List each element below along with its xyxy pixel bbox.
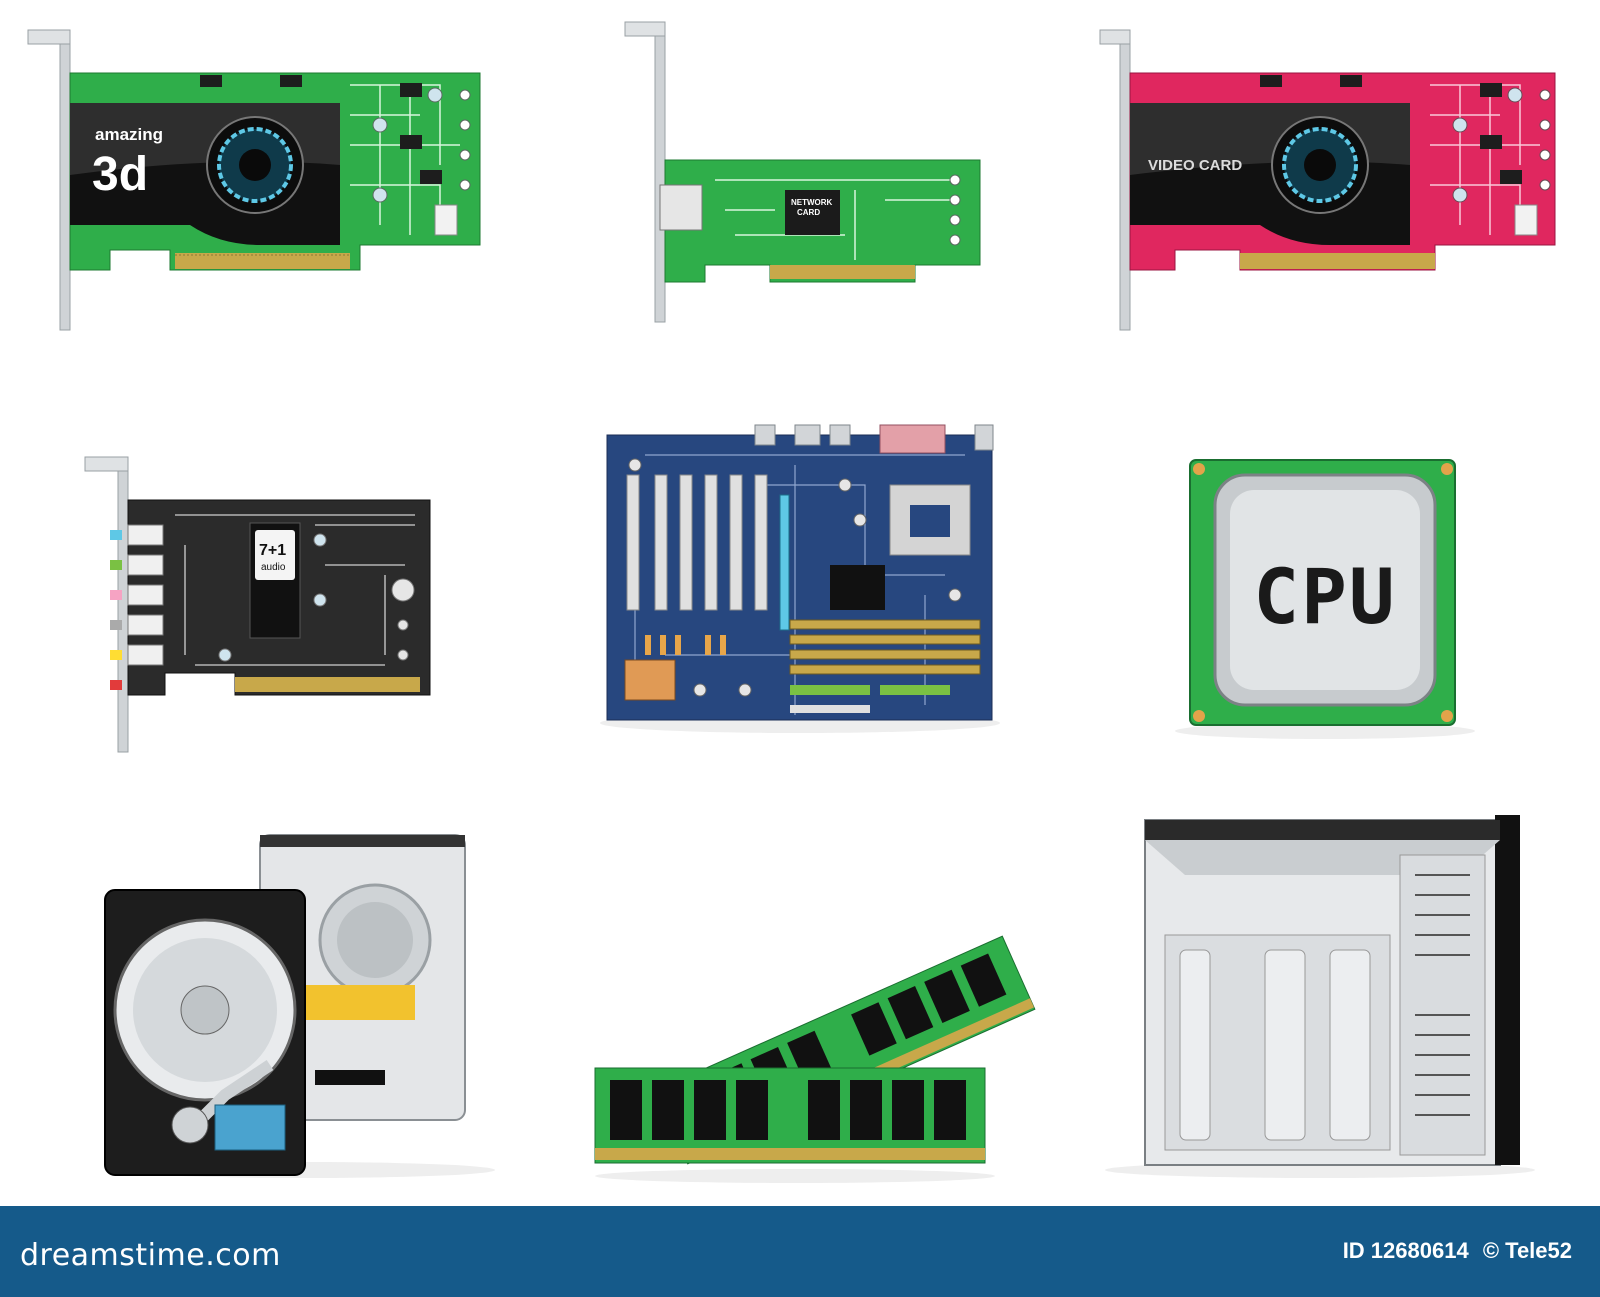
sound-card-chip-line1: 7+1 [259,542,286,559]
network-card-chip-line1: NETWORK [791,198,833,207]
cpu-icon: CPU [1175,455,1480,740]
image-credit: ID 12680614 © Tele52 [1343,1238,1572,1264]
network-card-icon: NETWORK CARD [624,20,985,325]
motherboard-icon [600,424,1000,735]
image-id: ID 12680614 [1342,1238,1469,1263]
brand-text: dreamstime.com [20,1238,281,1273]
hard-drive-icon [104,834,495,1180]
3d-graphics-card-icon: amazing 3d [20,25,490,331]
graphics-card-label: amazing [95,125,163,144]
graphics-card-sublabel: 3d [92,148,148,201]
copyright-text: © Tele52 [1482,1238,1572,1263]
video-card-label: VIDEO CARD [1148,157,1242,174]
network-card-chip-line2: CARD [797,208,820,217]
sound-card-chip-line2: audio [261,562,286,573]
computer-case-icon [1105,815,1540,1180]
footer-bar: dreamstime.com ID 12680614 © Tele52 [0,1206,1600,1297]
memory-modules-icon [594,920,1036,1185]
cpu-label: CPU [1253,552,1396,641]
video-card-icon: VIDEO CARD [1099,25,1570,331]
sound-card-icon: 7+1 audio [84,455,435,755]
